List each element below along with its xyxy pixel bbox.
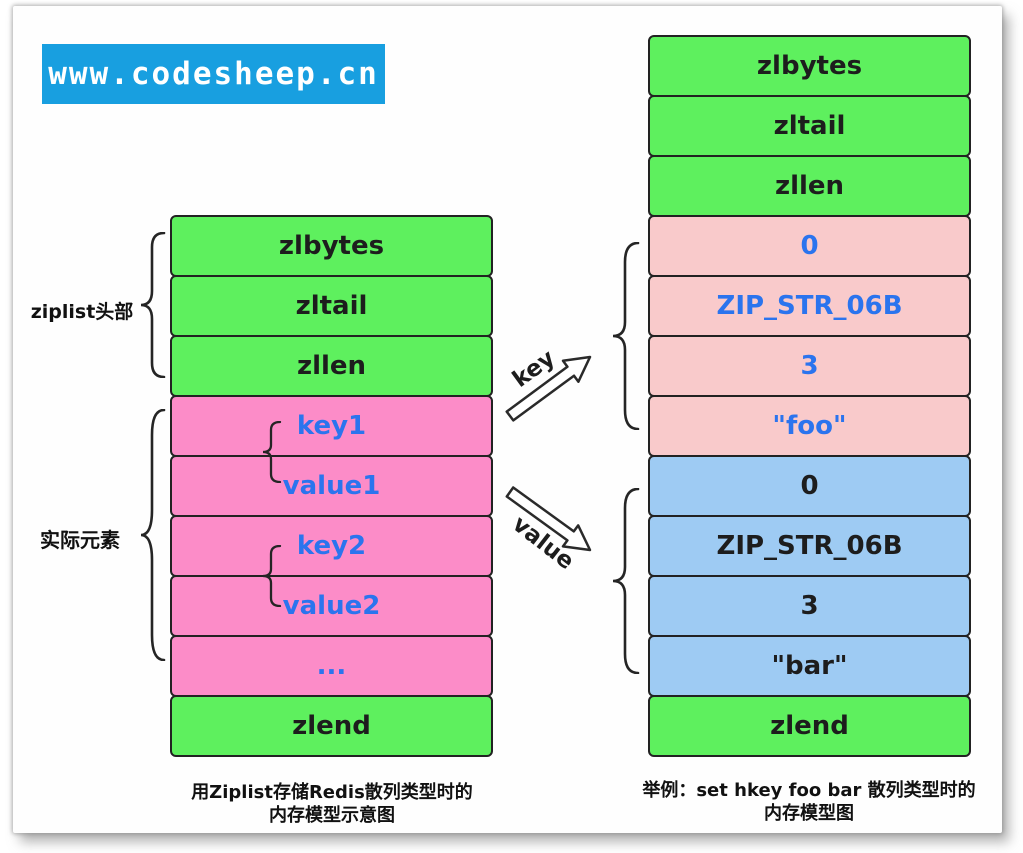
left-row-zlend: zlend <box>170 695 493 757</box>
right-caption-line1: 举例：set hkey foo bar 散列类型时的 <box>642 780 976 801</box>
left-caption: 用Ziplist存储Redis散列类型时的 内存模型示意图 <box>148 781 516 827</box>
left-row-zlbytes: zlbytes <box>170 215 493 277</box>
actual-elements-label: 实际元素 <box>40 528 120 552</box>
header-group-brace-icon <box>140 232 166 378</box>
left-caption-line2: 内存模型示意图 <box>269 805 395 826</box>
watermark-badge: www.codesheep.cn <box>42 44 385 104</box>
right-row-value-content: "bar" <box>648 635 971 697</box>
right-row-zlend: zlend <box>648 695 971 757</box>
example-memory-column: zlbytes zltail zllen 0 ZIP_STR_06B 3 "fo… <box>648 35 971 757</box>
right-row-zltail: zltail <box>648 95 971 157</box>
ziplist-structure-column: zlbytes zltail zllen key1 value1 key2 va… <box>170 215 493 757</box>
elements-group-brace-icon <box>140 409 166 661</box>
right-row-key-encoding: ZIP_STR_06B <box>648 275 971 337</box>
right-row-key-prevlen: 0 <box>648 215 971 277</box>
right-row-zllen: zllen <box>648 155 971 217</box>
right-caption: 举例：set hkey foo bar 散列类型时的 内存模型图 <box>623 779 995 825</box>
right-row-value-encoding: ZIP_STR_06B <box>648 515 971 577</box>
key-arrow-icon <box>505 355 592 422</box>
value-group-brace-icon <box>612 488 640 674</box>
right-row-key-length: 3 <box>648 335 971 397</box>
left-row-key2: key2 <box>170 515 493 577</box>
key-group-brace-icon <box>612 242 640 430</box>
left-row-zllen: zllen <box>170 335 493 397</box>
left-row-zltail: zltail <box>170 275 493 337</box>
left-row-value2: value2 <box>170 575 493 637</box>
ziplist-header-label: ziplist头部 <box>30 301 134 323</box>
right-row-value-prevlen: 0 <box>648 455 971 517</box>
value-arrow-icon <box>505 486 592 552</box>
left-row-ellipsis: ... <box>170 635 493 697</box>
right-row-zlbytes: zlbytes <box>648 35 971 97</box>
pair1-brace-icon <box>262 421 282 483</box>
right-row-key-content: "foo" <box>648 395 971 457</box>
left-caption-line1: 用Ziplist存储Redis散列类型时的 <box>191 782 473 803</box>
left-row-value1: value1 <box>170 455 493 517</box>
pair2-brace-icon <box>262 545 282 607</box>
right-caption-line2: 内存模型图 <box>764 803 854 824</box>
left-row-key1: key1 <box>170 395 493 457</box>
right-row-value-length: 3 <box>648 575 971 637</box>
